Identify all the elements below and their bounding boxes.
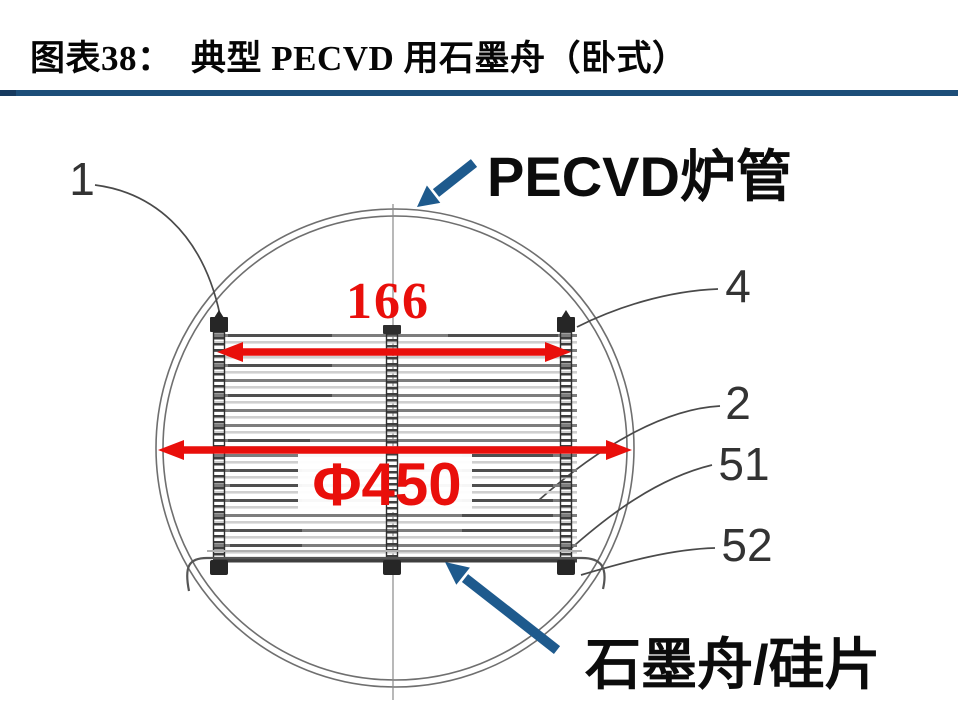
title-divider-cap	[0, 90, 16, 96]
dimension-text-backdrop	[298, 450, 472, 512]
tray-support	[186, 556, 606, 592]
arrowhead-right-icon	[545, 342, 571, 362]
part-number-4: 4	[725, 260, 751, 312]
part-number-51: 51	[718, 438, 769, 490]
furnace-tube-label: PECVD炉管	[487, 145, 792, 208]
leader-line-part-1	[94, 184, 221, 316]
boat-wafer-callout-arrow-icon	[445, 562, 561, 654]
rod-bottom-bolts	[210, 560, 575, 575]
furnace-tube-inner-wall	[162, 215, 628, 681]
furnace-tube-outer-wall	[155, 208, 635, 688]
leader-line-part-52	[580, 547, 716, 576]
part-number-52: 52	[721, 519, 772, 571]
rod-top-bolts	[210, 310, 575, 334]
furnace-tube-callout-arrow-icon	[417, 159, 478, 207]
title-divider-bar	[0, 90, 958, 96]
leader-line-part-4	[576, 288, 719, 328]
leader-line-part-51	[566, 464, 713, 553]
arrowhead-right-icon	[606, 440, 632, 460]
part-number-1: 1	[69, 153, 95, 205]
dimension-boat-width: 166	[217, 273, 571, 362]
dimension-tube-diameter: Φ450	[158, 440, 632, 518]
boat-wafer-label: 石墨舟/硅片	[585, 633, 881, 696]
arrowhead-left-icon	[217, 342, 243, 362]
part-number-2: 2	[725, 377, 751, 429]
dimension-tube-diameter-value: Φ450	[312, 451, 461, 518]
dimension-boat-width-value: 166	[346, 273, 430, 330]
arrowhead-left-icon	[158, 440, 184, 460]
figure-title: 图表38： 典型 PECVD 用石墨舟（卧式）	[30, 39, 688, 78]
graphite-boat-rods	[212, 331, 573, 559]
